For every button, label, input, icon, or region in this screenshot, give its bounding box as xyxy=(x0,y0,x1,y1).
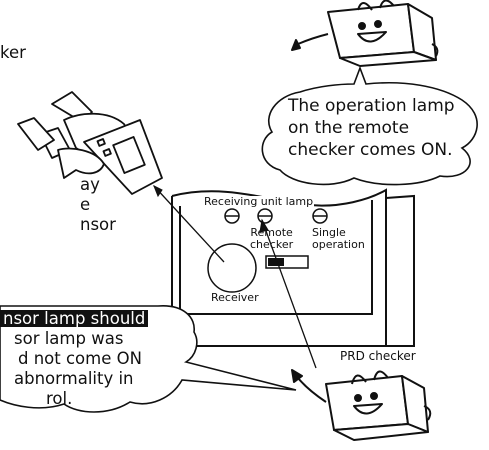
receiver-label: Receiver xyxy=(211,291,259,304)
arrow-prd-to-panel xyxy=(261,219,317,369)
prd-checker-label: PRD checker xyxy=(340,349,416,363)
selector-switch xyxy=(265,255,309,269)
top-bubble-line-2: on the remote xyxy=(288,118,410,138)
top-mascot xyxy=(291,0,439,67)
bottom-mascot xyxy=(291,369,432,441)
receiving-unit-lamp-label: Receiving unit lamp xyxy=(203,195,315,208)
bottom-bubble-line-2: sor lamp was xyxy=(14,329,124,348)
bottom-speech-bubble xyxy=(0,305,297,413)
panel-lamps xyxy=(224,208,328,224)
top-bubble-line-3: checker comes ON. xyxy=(288,140,453,160)
hands-holding-remote xyxy=(17,91,163,195)
single-operation-label: Single operation xyxy=(312,226,365,252)
bottom-bubble-line-5: rol. xyxy=(46,389,73,408)
left-fragment-2: ay xyxy=(80,175,100,194)
left-fragment-4: nsor xyxy=(80,215,116,234)
left-fragment-1: ker xyxy=(0,43,26,62)
bottom-bubble-highlight: nsor lamp should xyxy=(0,310,149,327)
remote-checker-label: Remote checker xyxy=(250,226,294,252)
top-bubble-line-1: The operation lamp xyxy=(288,96,455,116)
left-fragment-3: e xyxy=(80,195,91,214)
bottom-bubble-line-4: abnormality in xyxy=(14,369,134,388)
bottom-bubble-line-3: d not come ON xyxy=(18,349,142,368)
top-speech-bubble xyxy=(261,65,478,186)
arrow-remote-to-receiver xyxy=(153,185,225,263)
